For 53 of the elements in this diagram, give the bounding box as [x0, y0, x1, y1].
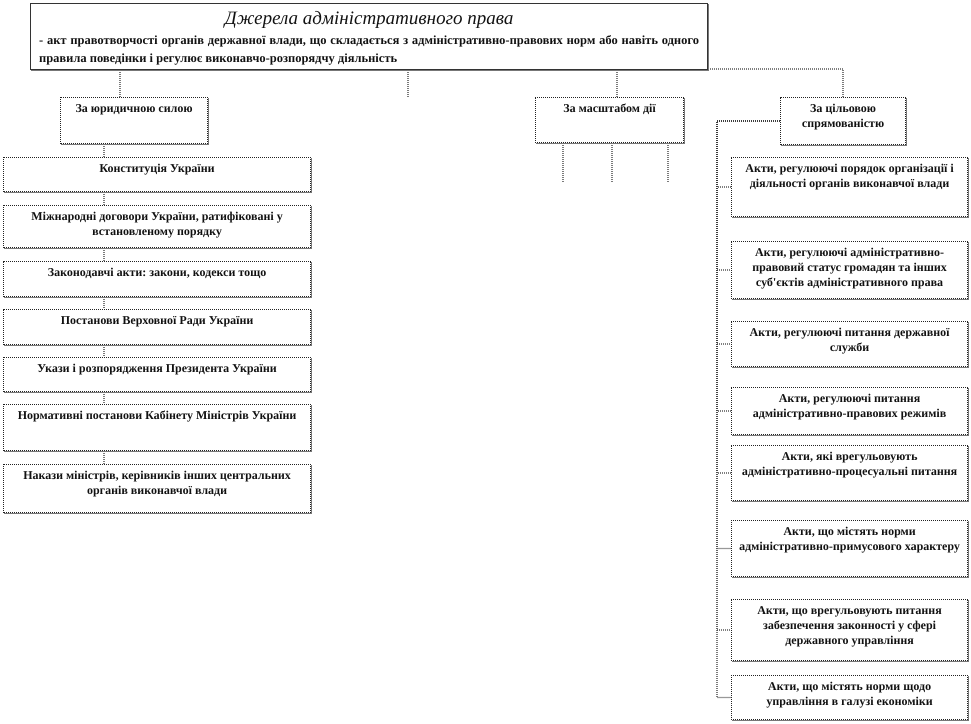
category-box — [731, 599, 968, 661]
category-box — [731, 445, 968, 501]
box-label: Акти, що врегульовують питання забезпечення законності у сфері державного управління — [756, 603, 943, 648]
category-box — [3, 309, 311, 345]
box-label: Акти, які врегульовують адміністративно-процесуальні питання — [740, 449, 958, 479]
box-label: Конституція України — [99, 161, 215, 176]
category-box — [535, 97, 684, 143]
category-box — [731, 241, 968, 299]
category-box — [731, 321, 968, 367]
category-box — [731, 157, 968, 217]
box-label: За цільовою спрямованістю — [800, 101, 886, 131]
connector-line — [103, 297, 105, 309]
box-label: Нормативні постанови Кабінету Міністрів України — [18, 408, 296, 423]
box-label: Міжнародні договори України, ратифіковані у встановленому порядку — [30, 209, 284, 239]
category-box — [3, 157, 311, 192]
box-label: Законодавчі акти: закони, кодекси тощо — [48, 265, 266, 280]
connector-line — [103, 192, 105, 205]
box-label: Акти, регулюючі питання державної служби — [748, 325, 950, 355]
category-box — [731, 675, 968, 720]
connector-line — [119, 70, 121, 97]
connector-line — [616, 70, 618, 97]
box-label: Акти, регулюючі порядок організації і діяльності органів виконавчої влади — [744, 161, 955, 191]
box-label: За масштабом дії — [563, 101, 656, 116]
connector-line — [611, 143, 613, 182]
box-label: Накази міністрів, керівників інших центральних органів виконавчої влади — [22, 468, 292, 498]
category-box — [731, 520, 968, 577]
box-label: Постанови Верховної Ради України — [60, 313, 254, 328]
category-box — [3, 261, 311, 297]
category-box — [60, 97, 208, 144]
box-label: Акти, що містять норми щодо управління в галузі економіки — [765, 679, 934, 709]
box-label: Укази і розпорядження Президента України — [37, 361, 277, 376]
connector-line — [103, 451, 105, 464]
connector-line — [407, 70, 409, 97]
definition-text: - акт правотворчості органів державної влади, що складається з адміністративно-правових норм або навіть одного правила поведінки і регулює виконавчо-розпорядчу діяльність — [39, 32, 699, 67]
connector-line — [667, 143, 669, 182]
category-box — [3, 404, 311, 451]
category-box — [3, 205, 311, 248]
box-label: Акти, що містять норми адміністративно-примусового характеру — [738, 524, 961, 554]
connector-line — [103, 144, 105, 157]
category-box — [780, 97, 906, 145]
box-label: Акти, регулюючі питання адміністративно-правових режимів — [752, 391, 948, 421]
box-label: За юридичною силою — [75, 101, 193, 116]
box-label: Акти, регулюючі адміністративно-правовий статус громадян та інших суб'єктів адміністративного права — [751, 245, 948, 290]
heading-text: Джерела адміністративного права — [224, 8, 514, 31]
heading-box — [30, 3, 708, 70]
category-box — [3, 357, 311, 392]
connector-line — [562, 143, 564, 182]
connector-line — [103, 248, 105, 261]
connector-line — [103, 392, 105, 404]
category-box — [3, 464, 311, 513]
connector-line — [708, 68, 844, 97]
category-box — [731, 387, 968, 435]
connector-line — [103, 345, 105, 357]
